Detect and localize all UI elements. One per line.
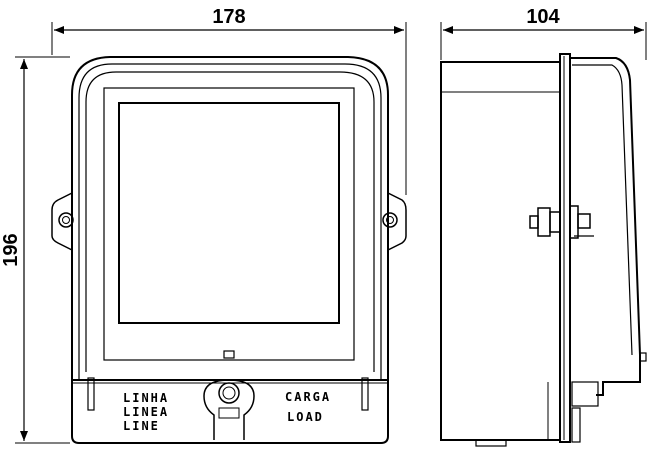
label-line: LINE bbox=[123, 419, 160, 433]
width-value: 178 bbox=[212, 6, 245, 28]
front-view: LINHA LINEA LINE CARGA LOAD bbox=[51, 56, 407, 444]
height-value: 196 bbox=[0, 233, 22, 266]
label-linea: LINEA bbox=[123, 405, 169, 419]
right-mounting-ear bbox=[382, 192, 407, 251]
display-window bbox=[118, 102, 340, 324]
side-view bbox=[440, 53, 647, 447]
left-mounting-ear bbox=[51, 192, 74, 251]
label-load: LOAD bbox=[287, 410, 324, 424]
dimension-height: 196 bbox=[0, 56, 70, 444]
dimension-depth: 104 bbox=[440, 6, 647, 60]
side-screw-assembly bbox=[529, 205, 594, 239]
terminal-cover bbox=[71, 377, 389, 444]
label-carga: CARGA bbox=[285, 390, 331, 404]
dimension-width: 178 bbox=[51, 6, 407, 195]
depth-value: 104 bbox=[526, 6, 560, 28]
label-linha: LINHA bbox=[123, 391, 169, 405]
seal-screw-icon bbox=[218, 382, 240, 404]
